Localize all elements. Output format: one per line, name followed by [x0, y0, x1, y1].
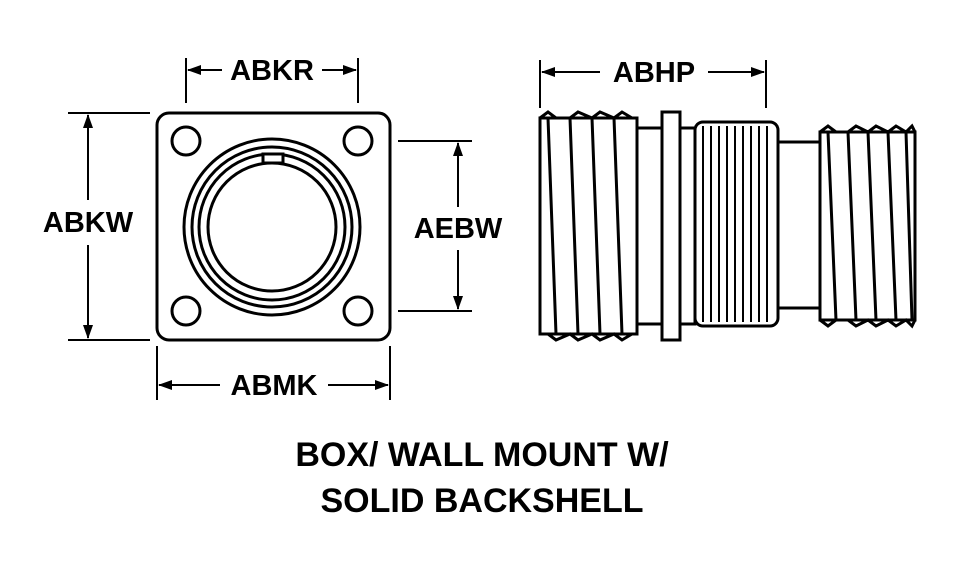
side-view — [538, 110, 917, 342]
dimension-abkw: ABKW — [43, 207, 134, 239]
title-line-1: BOX/ WALL MOUNT W/ — [295, 436, 669, 474]
dimension-abkr: ABKR — [230, 55, 314, 87]
dimension-abmk: ABMK — [231, 370, 318, 402]
front-view — [155, 111, 392, 342]
dimension-abhp: ABHP — [613, 57, 695, 89]
title-line-2: SOLID BACKSHELL — [321, 482, 644, 520]
dimension-aebw: AEBW — [414, 213, 503, 245]
